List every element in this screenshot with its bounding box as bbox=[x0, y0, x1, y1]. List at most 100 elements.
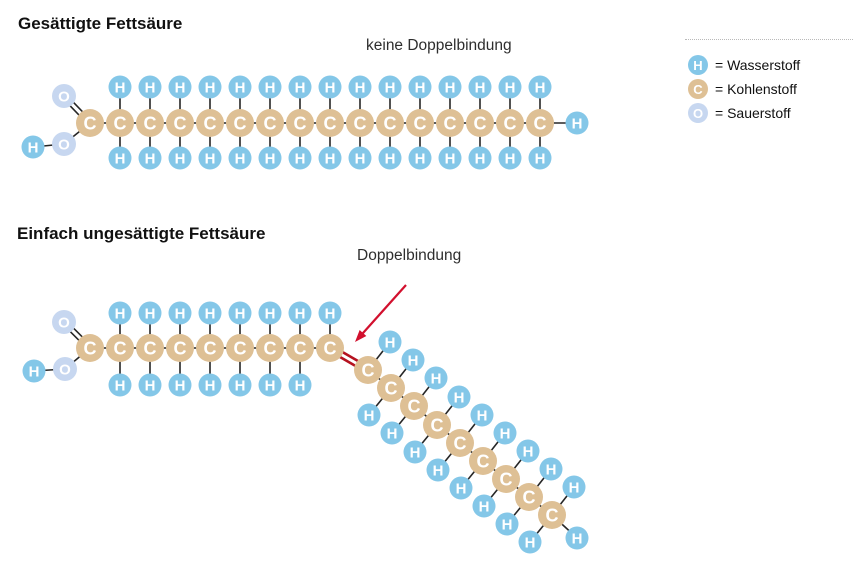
label-no-double-bond: keine Doppelbindung bbox=[366, 37, 512, 54]
atom-letter: O bbox=[59, 361, 71, 378]
atom-C bbox=[346, 109, 374, 137]
atom-H bbox=[318, 146, 342, 170]
atom-H bbox=[108, 301, 132, 325]
atom-letter: C bbox=[114, 338, 127, 358]
atom-letter: C bbox=[454, 433, 467, 453]
atom-O bbox=[52, 132, 76, 156]
atom-H bbox=[21, 135, 45, 159]
atom-letter: H bbox=[235, 377, 246, 394]
atom-O bbox=[53, 357, 77, 381]
arrow-head-icon bbox=[355, 330, 367, 342]
atom-letter: H bbox=[325, 79, 336, 96]
atom-H bbox=[198, 75, 222, 99]
atom-letter: H bbox=[145, 377, 156, 394]
atom-letter: H bbox=[525, 534, 536, 551]
atom-letter: H bbox=[175, 305, 186, 322]
atom-H bbox=[493, 421, 517, 445]
atom-letter: H bbox=[479, 498, 490, 515]
atom-letter: H bbox=[387, 425, 398, 442]
atom-H bbox=[426, 458, 450, 482]
atom-H bbox=[258, 146, 282, 170]
atom-letter: C bbox=[204, 338, 217, 358]
atom-H bbox=[357, 403, 381, 427]
atom-H bbox=[468, 75, 492, 99]
oxygen-atom-icon: O bbox=[688, 103, 708, 123]
atom-C bbox=[376, 109, 404, 137]
atom-letter: C bbox=[84, 113, 97, 133]
atom-C bbox=[316, 334, 344, 362]
arrow-line bbox=[358, 284, 407, 338]
atom-C bbox=[196, 109, 224, 137]
atom-H bbox=[518, 530, 542, 554]
atom-H bbox=[562, 475, 586, 499]
atom-letter: H bbox=[505, 79, 516, 96]
atom-letter: H bbox=[295, 305, 306, 322]
atom-H bbox=[288, 373, 312, 397]
atom-letter: C bbox=[431, 415, 444, 435]
atom-letter: C bbox=[534, 113, 547, 133]
atom-H bbox=[438, 75, 462, 99]
atom-letter: H bbox=[569, 479, 580, 496]
atom-C bbox=[496, 109, 524, 137]
atom-letter: H bbox=[445, 79, 456, 96]
atom-H bbox=[138, 301, 162, 325]
atom-C bbox=[538, 501, 566, 529]
atom-C bbox=[469, 447, 497, 475]
atom-letter: H bbox=[205, 377, 216, 394]
atom-C bbox=[106, 334, 134, 362]
atom-letter: C bbox=[546, 505, 559, 525]
atom-letter: H bbox=[205, 305, 216, 322]
atom-C bbox=[76, 109, 104, 137]
atom-letter: C bbox=[500, 469, 513, 489]
atom-letter: H bbox=[265, 150, 276, 167]
atom-letter: H bbox=[295, 79, 306, 96]
atom-H bbox=[468, 146, 492, 170]
atom-H bbox=[539, 457, 563, 481]
atom-letter: H bbox=[325, 150, 336, 167]
atom-letter: H bbox=[410, 444, 421, 461]
atom-C bbox=[226, 109, 254, 137]
atom-letter: H bbox=[415, 79, 426, 96]
atom-letter: H bbox=[454, 389, 465, 406]
atom-H bbox=[228, 373, 252, 397]
atom-letter: H bbox=[235, 79, 246, 96]
atom-letter: H bbox=[535, 150, 546, 167]
atom-letter: H bbox=[572, 115, 583, 132]
atom-C bbox=[136, 109, 164, 137]
atom-H bbox=[447, 385, 471, 409]
atom-H bbox=[228, 75, 252, 99]
atom-letter: H bbox=[295, 150, 306, 167]
atom-letter: H bbox=[265, 305, 276, 322]
atom-C bbox=[436, 109, 464, 137]
atom-H bbox=[565, 111, 589, 135]
atom-H bbox=[108, 146, 132, 170]
atom-letter: H bbox=[295, 377, 306, 394]
atom-letter: C bbox=[523, 487, 536, 507]
atom-letter: C bbox=[234, 113, 247, 133]
atom-letter: H bbox=[29, 363, 40, 380]
atom-C bbox=[354, 356, 382, 384]
atom-C bbox=[196, 334, 224, 362]
atom-letter: H bbox=[325, 305, 336, 322]
atom-letter: H bbox=[385, 150, 396, 167]
atom-H bbox=[138, 75, 162, 99]
atom-letter: H bbox=[115, 377, 126, 394]
atom-letter: H bbox=[364, 407, 375, 424]
atom-C bbox=[256, 109, 284, 137]
label-double-bond: Doppelbindung bbox=[357, 247, 462, 264]
atom-H bbox=[565, 526, 589, 550]
carbon-atom-icon: C bbox=[688, 79, 708, 99]
atom-C bbox=[423, 411, 451, 439]
atom-H bbox=[288, 301, 312, 325]
atom-C bbox=[166, 334, 194, 362]
legend-item-carbon: C = Kohlenstoff bbox=[685, 77, 853, 101]
atom-letter: H bbox=[175, 150, 186, 167]
atom-C bbox=[226, 334, 254, 362]
atom-letter: H bbox=[431, 370, 442, 387]
atom-letter: H bbox=[145, 79, 156, 96]
atom-H bbox=[516, 439, 540, 463]
atom-letter: H bbox=[475, 150, 486, 167]
atom-H bbox=[168, 75, 192, 99]
